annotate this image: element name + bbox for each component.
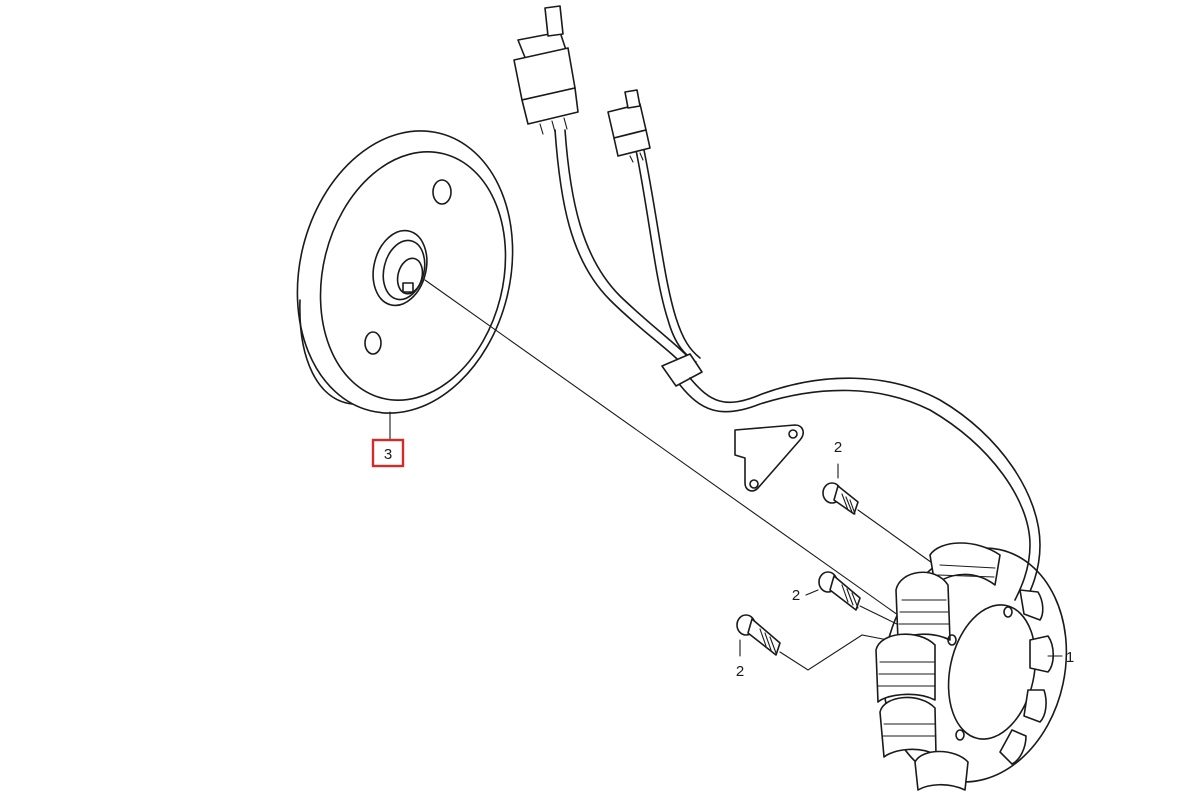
- stator-tooth-right-4: [1019, 589, 1044, 621]
- stator-tooth-right-1: [1029, 635, 1055, 673]
- stator-tooth-right-2: [1023, 689, 1047, 723]
- bolt-lower[interactable]: [736, 614, 889, 671]
- svg-text:3: 3: [384, 446, 392, 463]
- flywheel-rotor[interactable]: [269, 108, 542, 441]
- flywheel-to-stator-leader: [424, 279, 906, 621]
- harness-connector-small: [607, 89, 651, 163]
- label-bolt-lower: 2: [736, 663, 744, 680]
- stator-coil-upper-left: [895, 571, 951, 641]
- stator-tooth-right-3: [999, 729, 1027, 765]
- stator-coil-left: [875, 633, 936, 703]
- bolt-middle[interactable]: [805, 571, 906, 629]
- stator-coil-lower-left: [879, 696, 937, 758]
- label-stator: 1: [1066, 649, 1074, 666]
- bolt-upper[interactable]: [822, 463, 936, 566]
- stator-coil-top: [929, 542, 1001, 586]
- stator[interactable]: [862, 531, 1087, 799]
- label-bolt-middle: 2: [792, 587, 800, 604]
- part-label-3[interactable]: 3: [371, 438, 405, 468]
- label-bolt-upper: 2: [834, 439, 842, 456]
- stator-coil-bottom: [914, 750, 969, 791]
- wiring-harness: [513, 5, 1041, 603]
- harness-connector-large: [513, 5, 579, 135]
